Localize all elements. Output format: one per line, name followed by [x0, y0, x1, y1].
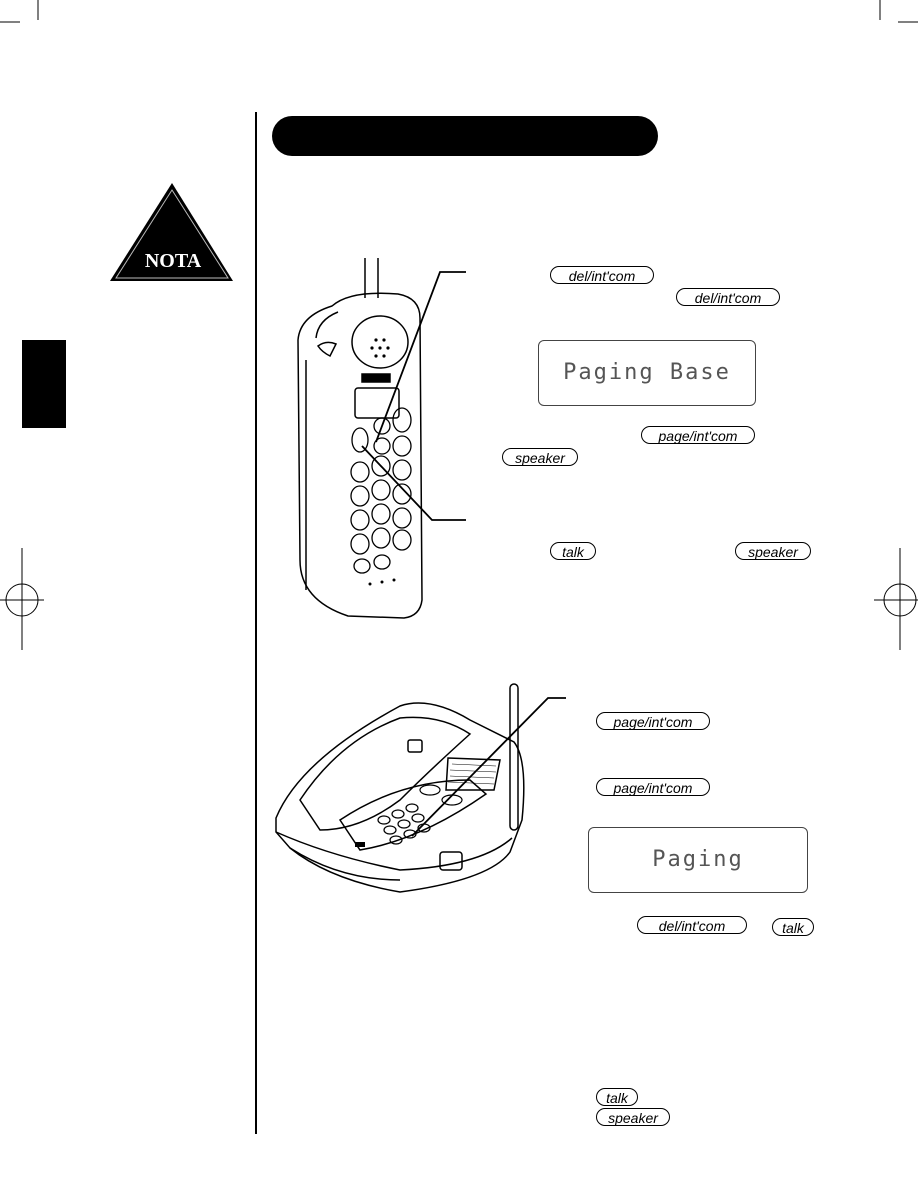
page-intcom-key: page/int'com: [596, 712, 710, 730]
speaker-key: speaker: [596, 1108, 670, 1126]
del-intcom-key: del/int'com: [676, 288, 780, 306]
lcd-text: Paging Base: [563, 360, 731, 385]
section-title-bar: [272, 116, 658, 156]
page-intcom-key: page/int'com: [596, 778, 710, 796]
talk-key: talk: [772, 918, 814, 936]
lcd-display: Paging Base: [538, 340, 756, 406]
speaker-key: speaker: [735, 542, 811, 560]
del-intcom-key: del/int'com: [637, 916, 747, 934]
side-language-tab: [22, 340, 66, 428]
del-intcom-key: del/int'com: [550, 266, 654, 284]
brand-logo: [355, 842, 365, 847]
nota-label: NOTA: [144, 250, 202, 272]
talk-key: talk: [596, 1088, 638, 1106]
talk-key: talk: [550, 542, 596, 560]
speaker-key: speaker: [502, 448, 578, 466]
lcd-text: Paging: [652, 847, 744, 872]
column-divider: [255, 112, 257, 1134]
page-intcom-key: page/int'com: [641, 426, 755, 444]
lcd-display: Paging: [588, 827, 808, 893]
